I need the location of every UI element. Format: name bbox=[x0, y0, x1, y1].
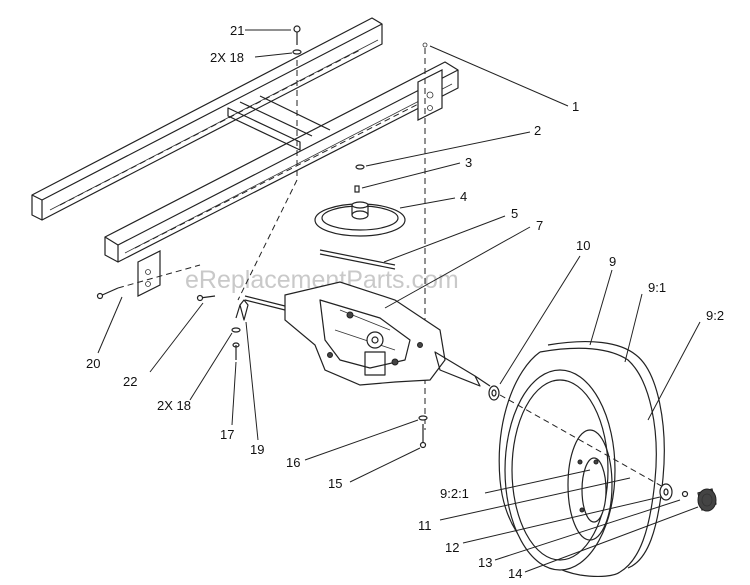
label-22: 22 bbox=[123, 374, 137, 389]
label-5: 5 bbox=[511, 206, 518, 221]
washer-16 bbox=[418, 415, 428, 421]
frame-rail-right bbox=[104, 61, 459, 263]
label-11: 11 bbox=[418, 518, 432, 533]
label-9-1: 9:1 bbox=[648, 280, 666, 295]
bolt-20 bbox=[96, 264, 201, 300]
washer-18-bottom bbox=[231, 327, 241, 333]
washer-12 bbox=[659, 483, 673, 501]
bolt-15 bbox=[419, 424, 427, 449]
label-1: 1 bbox=[572, 99, 579, 114]
frame-bracket-lower bbox=[137, 250, 161, 297]
frame-crossmember bbox=[227, 95, 331, 151]
frame-bracket-upper bbox=[417, 69, 443, 121]
label-2x18-bottom: 2X 18 bbox=[157, 398, 191, 413]
wheel-assembly-9 bbox=[498, 341, 666, 578]
pulley-4 bbox=[314, 201, 406, 237]
fan-5 bbox=[319, 249, 396, 270]
hub-cap-14 bbox=[697, 488, 717, 512]
key-3 bbox=[354, 185, 360, 193]
bolt-17 bbox=[232, 342, 240, 360]
washer-18-top bbox=[292, 49, 302, 55]
label-10: 10 bbox=[576, 238, 590, 253]
frame-rail-left bbox=[31, 17, 383, 221]
label-17: 17 bbox=[220, 427, 234, 442]
transaxle-7 bbox=[244, 281, 491, 387]
label-9: 9 bbox=[609, 254, 616, 269]
label-3: 3 bbox=[465, 155, 472, 170]
label-15: 15 bbox=[328, 476, 342, 491]
label-9-2-1: 9:2:1 bbox=[440, 486, 469, 501]
label-9-2: 9:2 bbox=[706, 308, 724, 323]
label-13: 13 bbox=[478, 555, 492, 570]
label-7: 7 bbox=[536, 218, 543, 233]
washer-2 bbox=[355, 164, 365, 170]
leader-lines bbox=[97, 29, 701, 573]
label-12: 12 bbox=[445, 540, 459, 555]
label-19: 19 bbox=[250, 442, 264, 457]
retainer-13 bbox=[681, 490, 689, 498]
bolt-21 bbox=[293, 25, 301, 45]
label-20: 20 bbox=[86, 356, 100, 371]
label-16: 16 bbox=[286, 455, 300, 470]
bracket-19 bbox=[235, 299, 249, 321]
label-4: 4 bbox=[460, 189, 467, 204]
label-14: 14 bbox=[508, 566, 522, 581]
spacer-10 bbox=[488, 385, 500, 401]
label-2x18-top: 2X 18 bbox=[210, 50, 244, 65]
bolt-22 bbox=[196, 294, 216, 302]
label-21: 21 bbox=[230, 23, 244, 38]
label-2: 2 bbox=[534, 123, 541, 138]
